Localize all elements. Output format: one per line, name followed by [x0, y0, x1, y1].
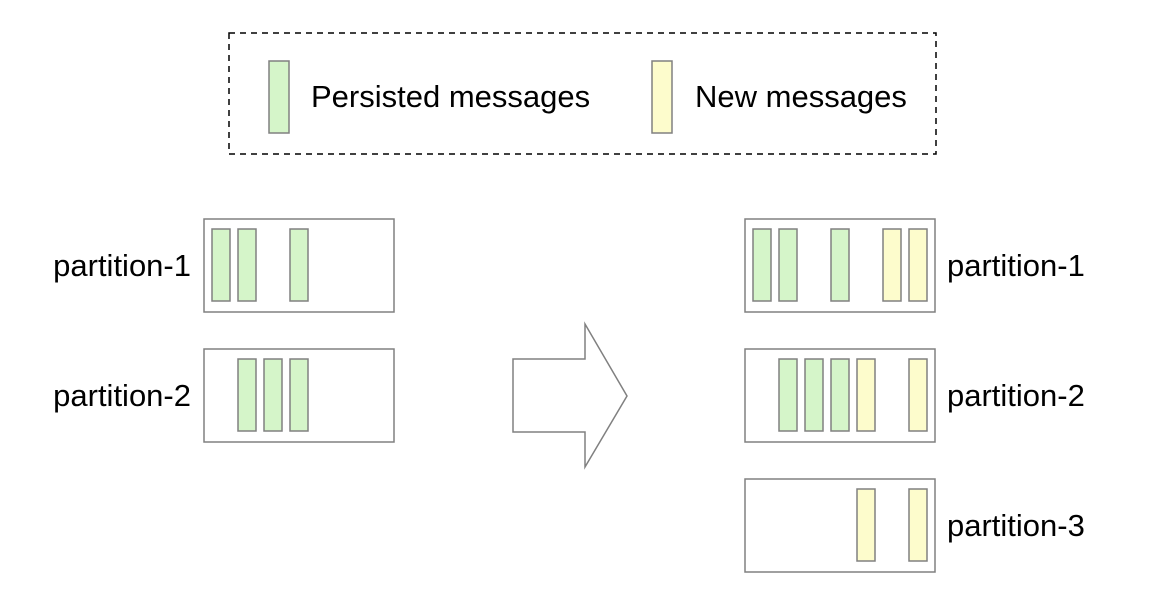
before-p2-persisted-message-3: [263, 358, 283, 432]
after-partition-1-label: partition-1: [947, 248, 1085, 283]
after-partition-3-box: [744, 478, 936, 573]
after-partition-3-label: partition-3: [947, 508, 1085, 543]
after-p1-persisted-message-1: [752, 228, 772, 302]
before-p2-persisted-message-2: [237, 358, 257, 432]
after-partition-1-messages: [752, 228, 928, 302]
before-partition-1-messages: [211, 228, 309, 302]
legend-swatch-persisted: [268, 60, 290, 134]
legend-label-new: New messages: [695, 79, 907, 114]
before-partition-1-label: partition-1: [53, 248, 191, 283]
after-partition-2-messages: [778, 358, 928, 432]
right-arrow-icon: [512, 321, 628, 470]
after-group: partition-1 partition-2 partition-3: [744, 218, 1085, 573]
before-partition-2-messages: [237, 358, 309, 432]
after-p3-new-message-7: [908, 488, 928, 562]
legend: Persisted messages New messages: [228, 32, 937, 155]
before-p1-persisted-message-2: [237, 228, 257, 302]
after-p2-persisted-message-2: [778, 358, 798, 432]
before-p1-persisted-message-4: [289, 228, 309, 302]
legend-label-persisted: Persisted messages: [311, 79, 590, 114]
before-partition-2-label: partition-2: [53, 378, 191, 413]
after-p1-persisted-message-4: [830, 228, 850, 302]
after-partition-3-messages: [856, 488, 928, 562]
after-p1-new-message-6: [882, 228, 902, 302]
legend-border: [228, 32, 937, 155]
after-p2-persisted-message-3: [804, 358, 824, 432]
legend-swatch-new: [651, 60, 673, 134]
before-p2-persisted-message-4: [289, 358, 309, 432]
after-p1-new-message-7: [908, 228, 928, 302]
before-group: partition-1 partition-2: [53, 218, 395, 443]
after-p2-new-message-7: [908, 358, 928, 432]
after-p1-persisted-message-2: [778, 228, 798, 302]
after-partition-2-label: partition-2: [947, 378, 1085, 413]
before-p1-persisted-message-1: [211, 228, 231, 302]
after-p2-persisted-message-4: [830, 358, 850, 432]
after-p2-new-message-5: [856, 358, 876, 432]
after-p3-new-message-5: [856, 488, 876, 562]
